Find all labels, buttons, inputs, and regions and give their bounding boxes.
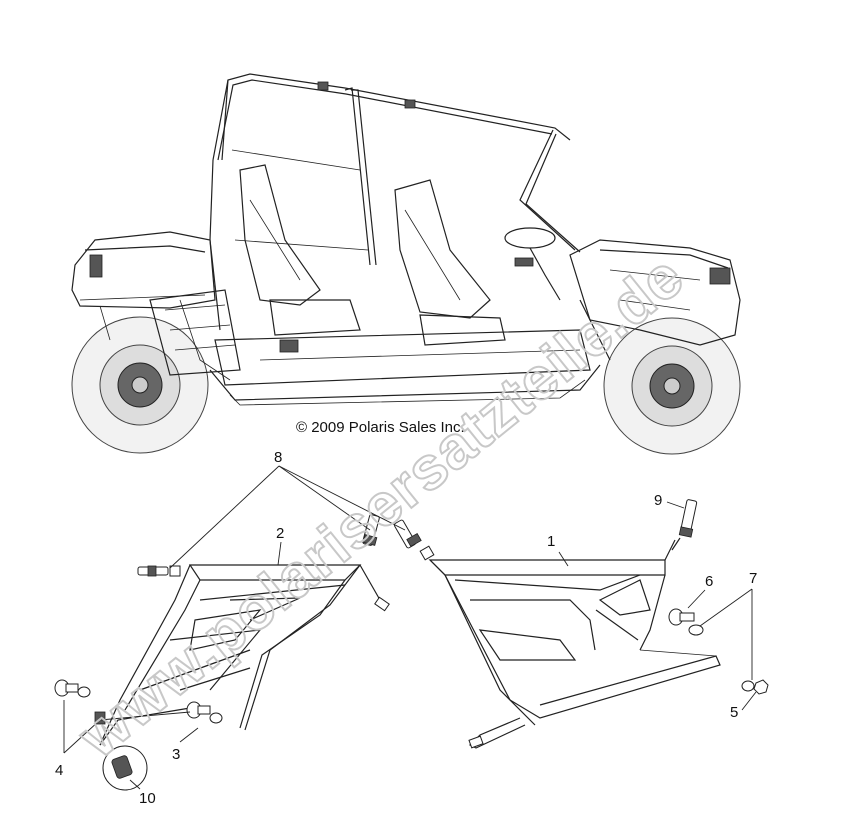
callout-5: 5: [730, 704, 738, 721]
floor-frame: [209, 329, 601, 406]
callout-10: 10: [139, 790, 156, 807]
seats: [239, 164, 506, 346]
callout-9: 9: [654, 492, 662, 509]
left-door-frame: [99, 564, 390, 746]
front-wheel: [603, 317, 741, 455]
callout-6: 6: [705, 573, 713, 590]
callout-4: 4: [55, 762, 63, 779]
callout-7: 7: [749, 570, 757, 587]
roll-cage: [209, 73, 581, 331]
latch-pin-9: [671, 499, 698, 551]
rear-wheel: [71, 316, 209, 454]
right-door-frame: [428, 539, 721, 749]
hardware-right: [668, 608, 769, 695]
hardware-left: [54, 679, 223, 791]
leader-lines: [63, 465, 757, 790]
front-body: [569, 239, 741, 361]
callout-labels: 1 2 3 4 5 6 7 8 9 10: [55, 449, 757, 807]
callout-1: 1: [547, 533, 555, 550]
steering: [504, 227, 561, 301]
vehicle-illustration: [71, 73, 741, 455]
rear-body: [71, 231, 241, 381]
callout-8: 8: [274, 449, 282, 466]
copyright-text: © 2009 Polaris Sales Inc.: [296, 419, 465, 436]
callout-2: 2: [276, 525, 284, 542]
callout-3: 3: [172, 746, 180, 763]
